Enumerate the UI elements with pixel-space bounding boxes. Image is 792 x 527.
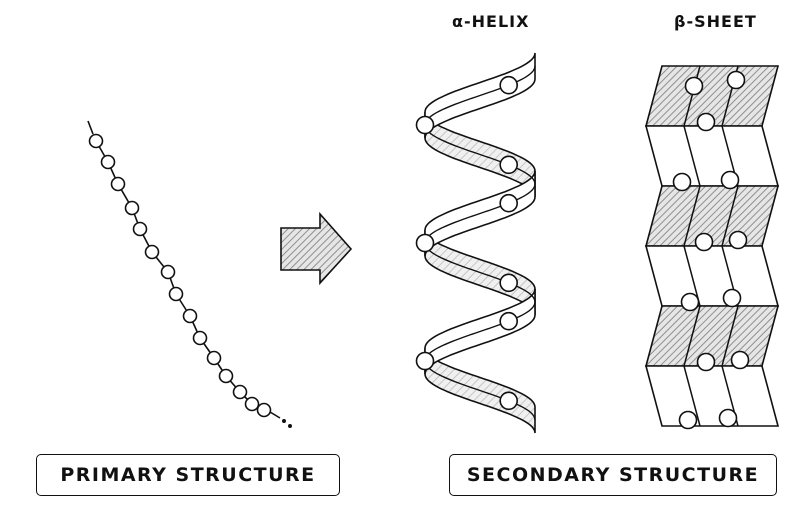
chain-bond (87, 120, 94, 135)
amino-acid-residue (244, 396, 260, 412)
alpha-helix-title: α-HELIX (452, 12, 530, 31)
helix-residue (499, 391, 519, 411)
amino-acid-residue (206, 350, 222, 366)
beta-sheet-zigzag (644, 65, 780, 430)
chain-bond (269, 411, 281, 419)
beta-sheet-panel (644, 365, 780, 427)
beta-sheet-title: β-SHEET (674, 12, 757, 31)
helix-residue (499, 311, 519, 331)
sheet-residue (696, 352, 716, 372)
amino-acid-residue (132, 221, 148, 237)
helix-residue (415, 115, 435, 135)
helix-residue (415, 351, 435, 371)
sheet-residue (728, 230, 748, 250)
amino-acid-residue (256, 402, 272, 418)
amino-acid-residue (88, 133, 104, 149)
amino-acid-residue (192, 330, 208, 346)
helix-residue (499, 155, 519, 175)
alpha-helix-ribbon (415, 52, 536, 434)
beta-strand (683, 65, 701, 427)
helix-residue (415, 233, 435, 253)
sheet-residue (726, 70, 746, 90)
helix-residue (499, 273, 519, 293)
amino-acid-residue (100, 154, 116, 170)
amino-acid-residue (182, 308, 198, 324)
sheet-residue (720, 170, 740, 190)
sheet-residue (680, 292, 700, 312)
amino-acid-residue (144, 244, 160, 260)
helix-residue (499, 75, 519, 95)
secondary-structure-label: SECONDARY STRUCTURE (449, 454, 777, 496)
amino-acid-residue (110, 176, 126, 192)
helix-residue (499, 193, 519, 213)
beta-strand (721, 65, 739, 427)
amino-acid-residue (218, 368, 234, 384)
amino-acid-residue (160, 264, 176, 280)
sheet-residue (678, 410, 698, 430)
sheet-residue (696, 112, 716, 132)
beta-sheet-panel (644, 245, 780, 307)
sheet-residue (694, 232, 714, 252)
amino-acid-residue (124, 200, 140, 216)
sheet-residue (718, 408, 738, 428)
sheet-residue (684, 76, 704, 96)
sheet-residue (722, 288, 742, 308)
transition-arrow (280, 211, 353, 286)
primary-structure-chain (87, 120, 292, 428)
chain-end-dot (287, 423, 292, 428)
amino-acid-residue (232, 384, 248, 400)
beta-sheet-panel (644, 125, 780, 187)
primary-structure-label: PRIMARY STRUCTURE (36, 454, 340, 496)
amino-acid-residue (168, 286, 184, 302)
sheet-residue (730, 350, 750, 370)
sheet-residue (672, 172, 692, 192)
chain-end-dot (281, 418, 286, 423)
beta-sheet-panel (644, 185, 780, 247)
